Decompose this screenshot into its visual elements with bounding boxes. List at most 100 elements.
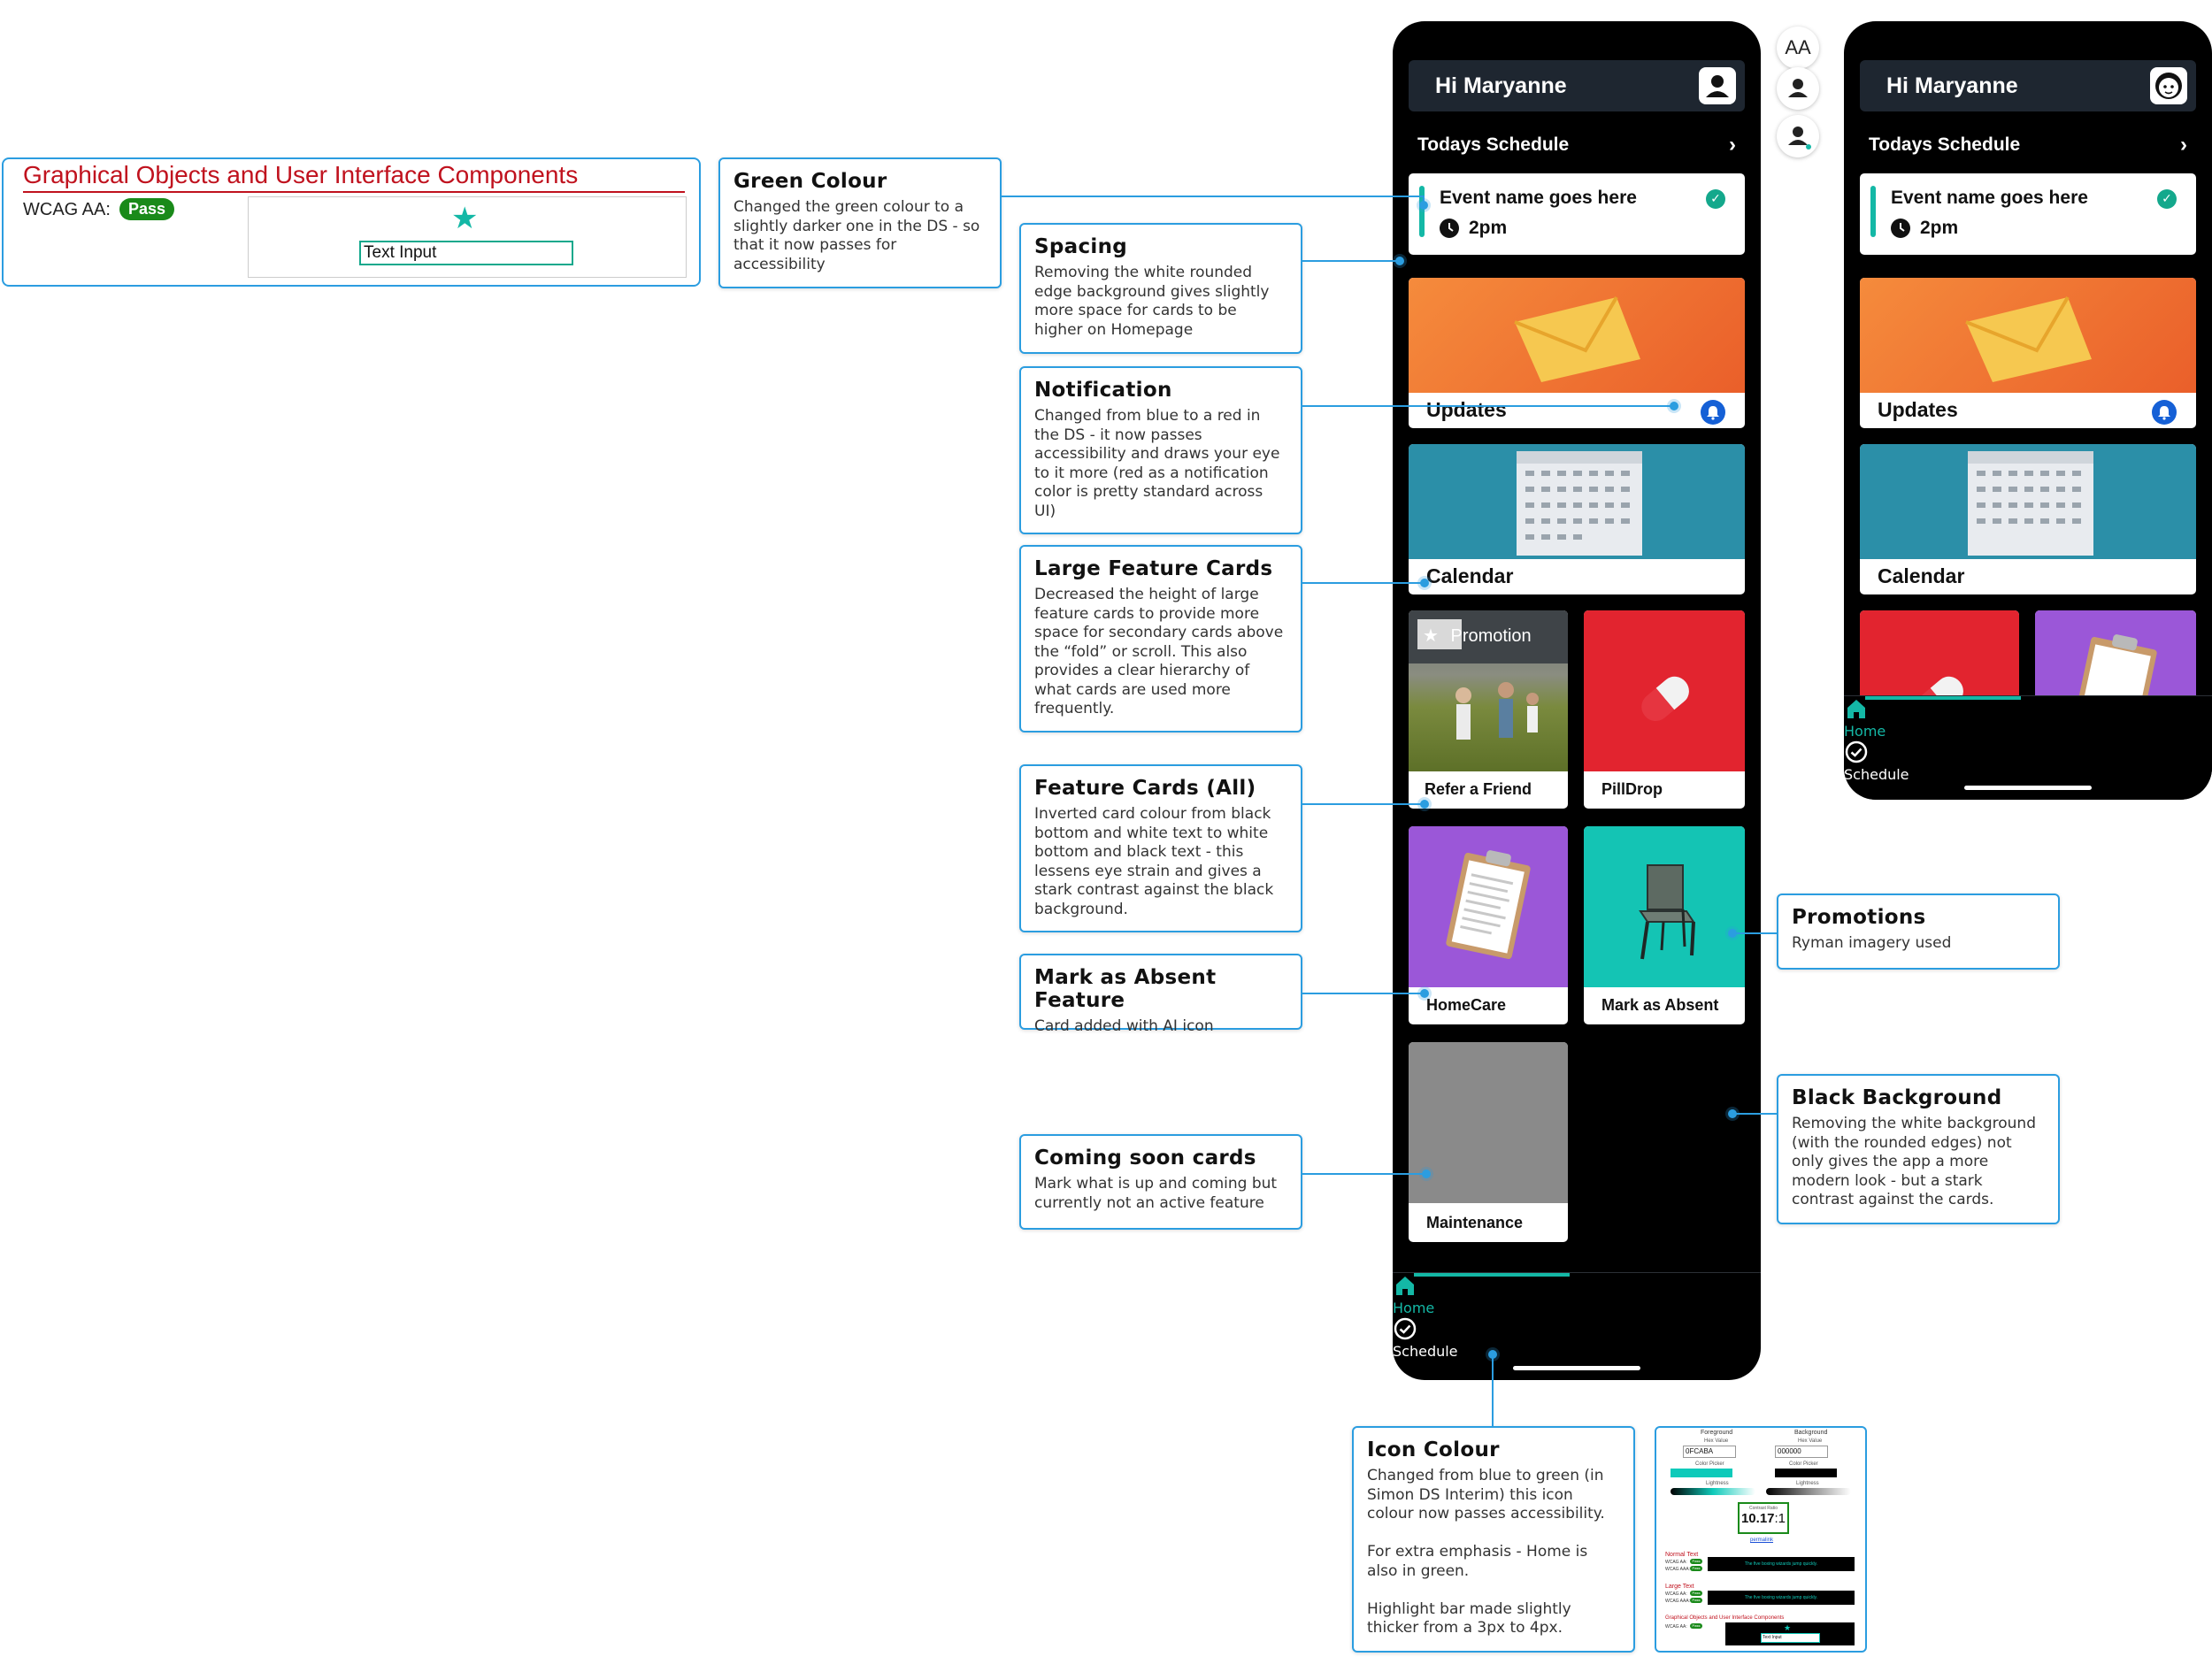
fg-hex-input[interactable]: 0FCABA (1683, 1446, 1736, 1458)
bg-hex-input[interactable]: 000000 (1775, 1446, 1828, 1458)
connector-dot (1395, 257, 1404, 265)
event-card[interactable]: Event name goes here 2pm ✓ (1860, 173, 2196, 255)
connector-dot (1420, 989, 1429, 998)
fg-picker-label: Color Picker (1695, 1461, 1724, 1467)
avatar-face-icon[interactable] (2150, 67, 2187, 104)
event-highlight-bar (1870, 186, 1876, 237)
envelope-image (1409, 278, 1745, 393)
todays-schedule-row[interactable]: Todays Schedule › (1417, 133, 1736, 157)
chevron-right-icon: › (2180, 133, 2187, 157)
bg-hex-label: Hex Value (1798, 1438, 1823, 1444)
mark-as-absent-card[interactable]: Mark as Absent (1584, 826, 1745, 1024)
fg-lightness-label: Lightness (1706, 1481, 1729, 1486)
connector-spacing (1302, 260, 1400, 262)
schedule-title: Todays Schedule (1869, 134, 2021, 155)
star-icon: ★ (1423, 626, 1439, 646)
star-icon: ★ (451, 201, 479, 236)
connector-promotions (1732, 932, 1777, 934)
greeting-header: Hi Maryanne (1860, 60, 2196, 111)
calendar-card[interactable]: Calendar (1860, 444, 2196, 594)
text-input-sample[interactable]: Text Input (359, 241, 573, 265)
updates-card[interactable]: Updates (1860, 278, 2196, 428)
home-highlight-bar (1865, 696, 2021, 700)
wcag-panel-title: Graphical Objects and User Interface Com… (23, 161, 579, 188)
note-body: Changed from blue to green (in Simon DS … (1367, 1467, 1605, 1637)
home-icon (1844, 696, 2000, 723)
connector-dot (1728, 1109, 1737, 1118)
calendar-label: Calendar (1426, 564, 1514, 587)
graphical-title: Graphical Objects and User Interface Com… (1665, 1615, 1785, 1621)
home-indicator (1964, 786, 2092, 790)
chair-image (1584, 826, 1745, 987)
note-promotions: Promotions Ryman imagery used (1777, 894, 2060, 970)
normal-text-sample: The five boxing wizards jump quickly. (1708, 1557, 1855, 1571)
note-icon-colour: Icon Colour Changed from blue to green (… (1352, 1426, 1635, 1653)
schedule-label: Schedule (1393, 1343, 1458, 1360)
nav-schedule-tab[interactable]: Schedule (1393, 1316, 1554, 1360)
refer-label: Refer a Friend (1425, 780, 1532, 798)
updates-label: Updates (1878, 398, 1958, 421)
event-highlight-bar (1419, 186, 1425, 237)
connector-icon-colour (1492, 1354, 1494, 1426)
greeting-header: Hi Maryanne (1409, 60, 1745, 111)
nav-home-tab[interactable]: Home (1393, 1273, 1548, 1316)
connector-dot (1420, 800, 1429, 809)
bg-label: Background (1794, 1430, 1828, 1436)
normal-pass-badge-aaa: Pass (1690, 1566, 1702, 1571)
note-body: Ryman imagery used (1792, 934, 1952, 952)
connector-notification (1302, 405, 1674, 407)
connector-dot (1422, 1170, 1431, 1178)
large-pass-badge-aaa: Pass (1690, 1598, 1702, 1603)
graphical-pass-badge: Pass (1690, 1623, 1702, 1629)
note-body: Decreased the height of large feature ca… (1034, 586, 1284, 717)
todays-schedule-row[interactable]: Todays Schedule › (1869, 133, 2187, 157)
nav-home-tab[interactable]: Home (1844, 696, 2000, 740)
user-badge-icon[interactable] (1777, 115, 1819, 157)
greeting-text: Hi Maryanne (1886, 73, 2018, 98)
note-body: Removing the white background (with the … (1792, 1115, 2037, 1208)
maintenance-card: Maintenance (1409, 1042, 1568, 1242)
connector-black-bg (1732, 1113, 1777, 1115)
permalink-link[interactable]: permalink (1750, 1538, 1774, 1543)
updates-card[interactable]: Updates (1409, 278, 1745, 428)
wcag-title-underline (23, 191, 685, 193)
bg-color-swatch[interactable] (1775, 1469, 1837, 1477)
check-circle-icon: ✓ (1706, 189, 1725, 209)
note-title: Promotions (1792, 906, 1926, 929)
fg-lightness-slider[interactable] (1671, 1488, 1755, 1495)
connector-dot (1728, 929, 1737, 938)
check-circle-icon (1393, 1316, 1554, 1343)
note-body: Mark what is up and coming but currently… (1034, 1175, 1278, 1212)
text-size-icon[interactable]: AA (1777, 27, 1819, 69)
normal-wcag-aa: WCAG AA: (1665, 1560, 1687, 1565)
note-title: Green Colour (733, 170, 887, 193)
contrast-checker-thumbnail: Foreground Background Hex Value Hex Valu… (1655, 1426, 1867, 1653)
note-black-background: Black Background Removing the white back… (1777, 1074, 2060, 1224)
refer-a-friend-card[interactable]: ★ Promotion Refer a Friend (1409, 610, 1568, 809)
note-title: Coming soon cards (1034, 1147, 1256, 1170)
nav-schedule-tab[interactable]: Schedule (1844, 740, 2005, 783)
clipboard-image (1409, 826, 1568, 987)
fg-label: Foreground (1701, 1430, 1733, 1436)
connector-green (1002, 196, 1425, 197)
note-spacing: Spacing Removing the white rounded edge … (1019, 223, 1302, 354)
event-name: Event name goes here (1891, 188, 2088, 208)
fg-color-swatch[interactable] (1671, 1469, 1732, 1477)
note-feature-cards-all: Feature Cards (All) Inverted card colour… (1019, 764, 1302, 932)
pass-badge: Pass (119, 198, 174, 220)
calendar-card[interactable]: Calendar (1409, 444, 1745, 594)
note-title: Black Background (1792, 1086, 2002, 1109)
connector-large (1302, 582, 1425, 584)
bg-lightness-slider[interactable] (1766, 1488, 1851, 1495)
note-notification: Notification Changed from blue to a red … (1019, 366, 1302, 534)
pilldrop-card[interactable]: PillDrop (1584, 610, 1745, 809)
note-title: Feature Cards (All) (1034, 777, 1256, 800)
event-card[interactable]: Event name goes here 2pm ✓ (1409, 173, 1745, 255)
avatar-icon[interactable] (1699, 67, 1736, 104)
maintenance-label: Maintenance (1426, 1214, 1524, 1231)
connector-dot (1488, 1350, 1497, 1359)
user-icon[interactable] (1777, 67, 1819, 110)
homecare-card[interactable]: HomeCare (1409, 826, 1568, 1024)
contrast-ratio-box: Contrast Ratio 10.17:1 (1738, 1502, 1789, 1534)
updates-label: Updates (1426, 398, 1507, 421)
